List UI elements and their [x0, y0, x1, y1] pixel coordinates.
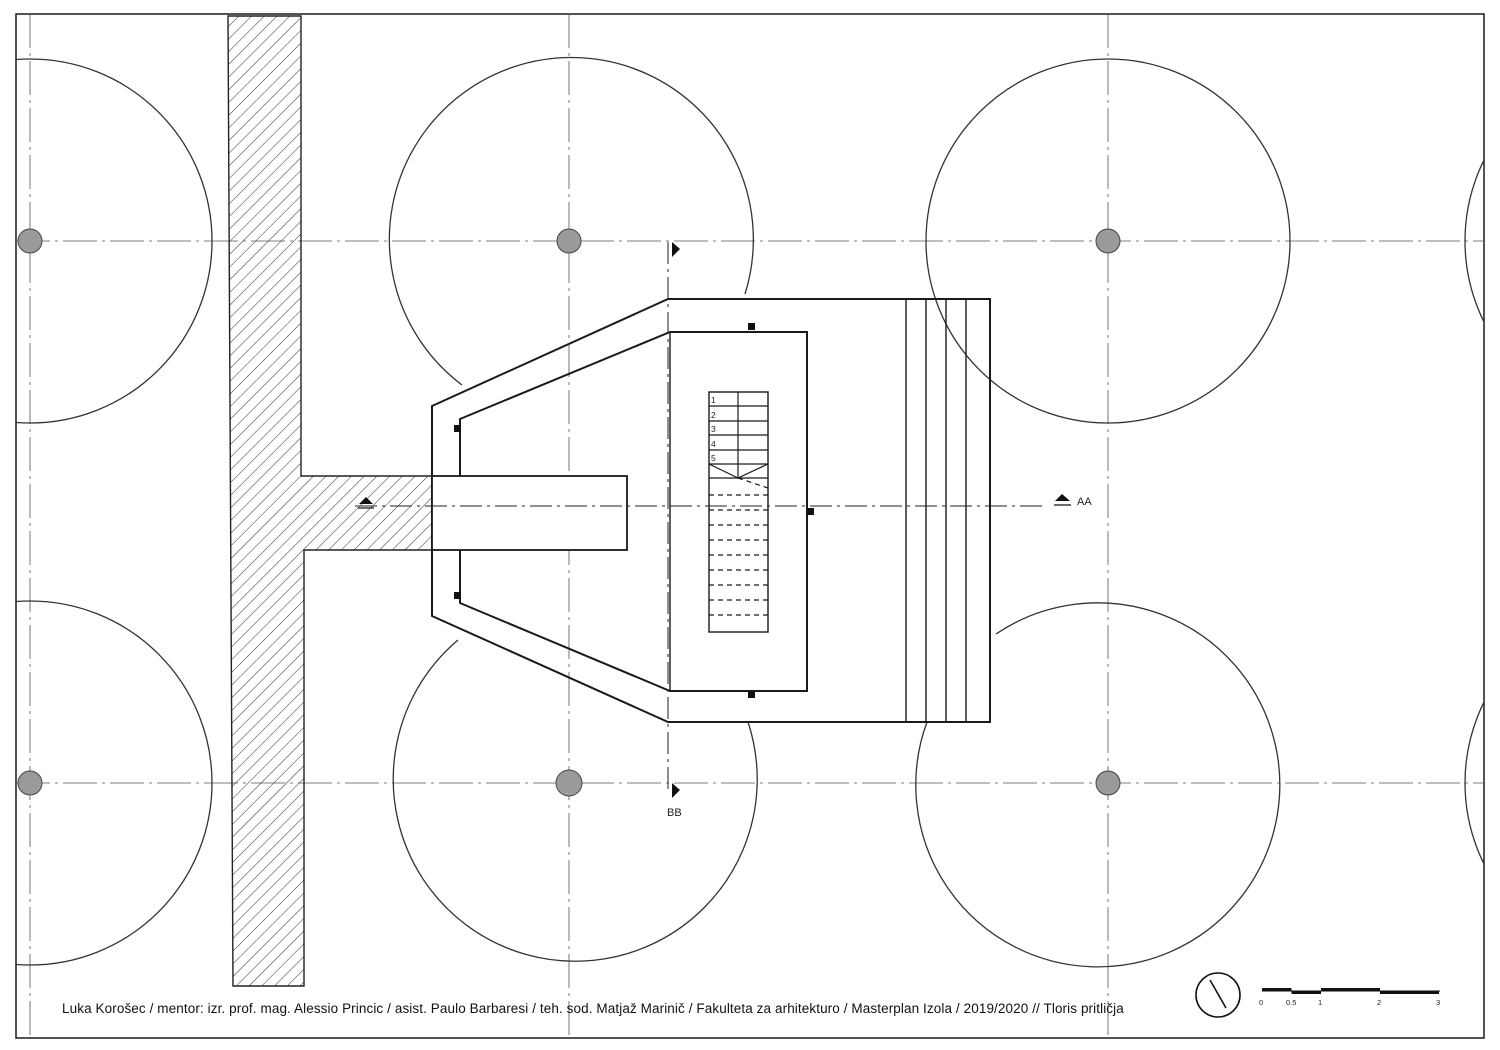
scale-segment [1291, 991, 1321, 994]
section-label-aa: AA [1077, 496, 1092, 508]
tree-trunk [556, 228, 582, 254]
tree-trunks [17, 228, 1121, 797]
step-number: 4 [711, 439, 716, 449]
scale-label: 3 [1436, 998, 1440, 1007]
scale-label: 1 [1318, 998, 1322, 1007]
sheet-border [15, 13, 1485, 1039]
tree-trunk [17, 770, 43, 796]
scale-label: 0 [1259, 998, 1263, 1007]
step-number: 1 [711, 395, 716, 405]
scale-label: 2 [1377, 998, 1381, 1007]
tree-canopy [388, 56, 754, 386]
scale-segment [1380, 991, 1439, 994]
scale-segment [1321, 988, 1380, 991]
sheet-caption: Luka Korošec / mentor: izr. prof. mag. A… [62, 1001, 1124, 1016]
hatched-path [227, 15, 433, 987]
tree-canopy [16, 58, 213, 424]
tree-trunk [1095, 228, 1121, 254]
entrance-walkway [431, 475, 628, 551]
section-label-bb: BB [667, 807, 682, 819]
step-number: 5 [711, 453, 716, 463]
scale-bar: 0 0.5 1 2 3 [1259, 988, 1440, 1007]
tree-canopy [925, 58, 1291, 424]
scale-segment [1262, 988, 1292, 991]
scale-label: 0.5 [1286, 998, 1296, 1007]
tree-trunk [17, 228, 43, 254]
tree-canopy [1464, 158, 1484, 324]
tree-canopy [392, 639, 758, 962]
tree-canopy [915, 602, 1281, 968]
north-arrow-icon [1195, 972, 1241, 1018]
staircase: 1 2 3 4 5 [708, 391, 769, 633]
step-number: 2 [711, 410, 716, 420]
section-lines [355, 242, 1045, 790]
tree-trunk [555, 769, 583, 797]
tree-canopy [1464, 700, 1484, 866]
tree-trunk [1095, 770, 1121, 796]
tree-canopies [16, 56, 1484, 968]
section-bb-marker: BB [667, 242, 682, 819]
section-aa-marker: AA [358, 494, 1092, 509]
step-number: 3 [711, 424, 716, 434]
columns [454, 323, 814, 698]
tree-canopy [16, 600, 213, 966]
